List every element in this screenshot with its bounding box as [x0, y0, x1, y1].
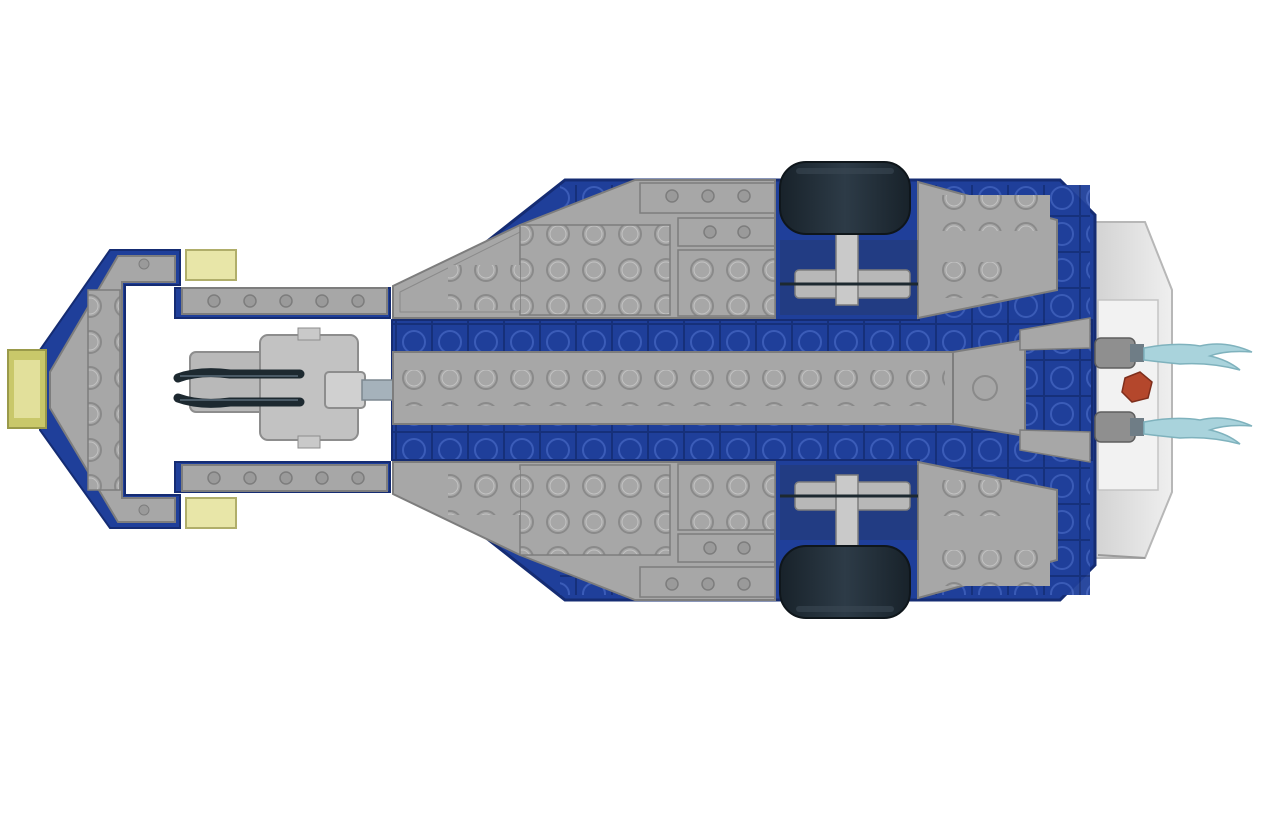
front-nose	[39, 249, 181, 529]
rear-wedge-panels	[917, 180, 1091, 600]
front-headlights	[7, 249, 237, 529]
upper-side-panel	[392, 179, 776, 319]
steering-assembly	[173, 327, 399, 449]
lower-side-panel	[392, 461, 776, 601]
wheel-top	[779, 161, 911, 235]
wheel-bottom	[779, 545, 911, 619]
exhaust-flames	[1143, 343, 1253, 445]
center-beam	[392, 338, 1026, 438]
rear-red-light	[1121, 371, 1153, 403]
exhaust-pipes	[1094, 337, 1144, 443]
rear-axles	[780, 224, 918, 556]
side-rails	[181, 287, 388, 492]
